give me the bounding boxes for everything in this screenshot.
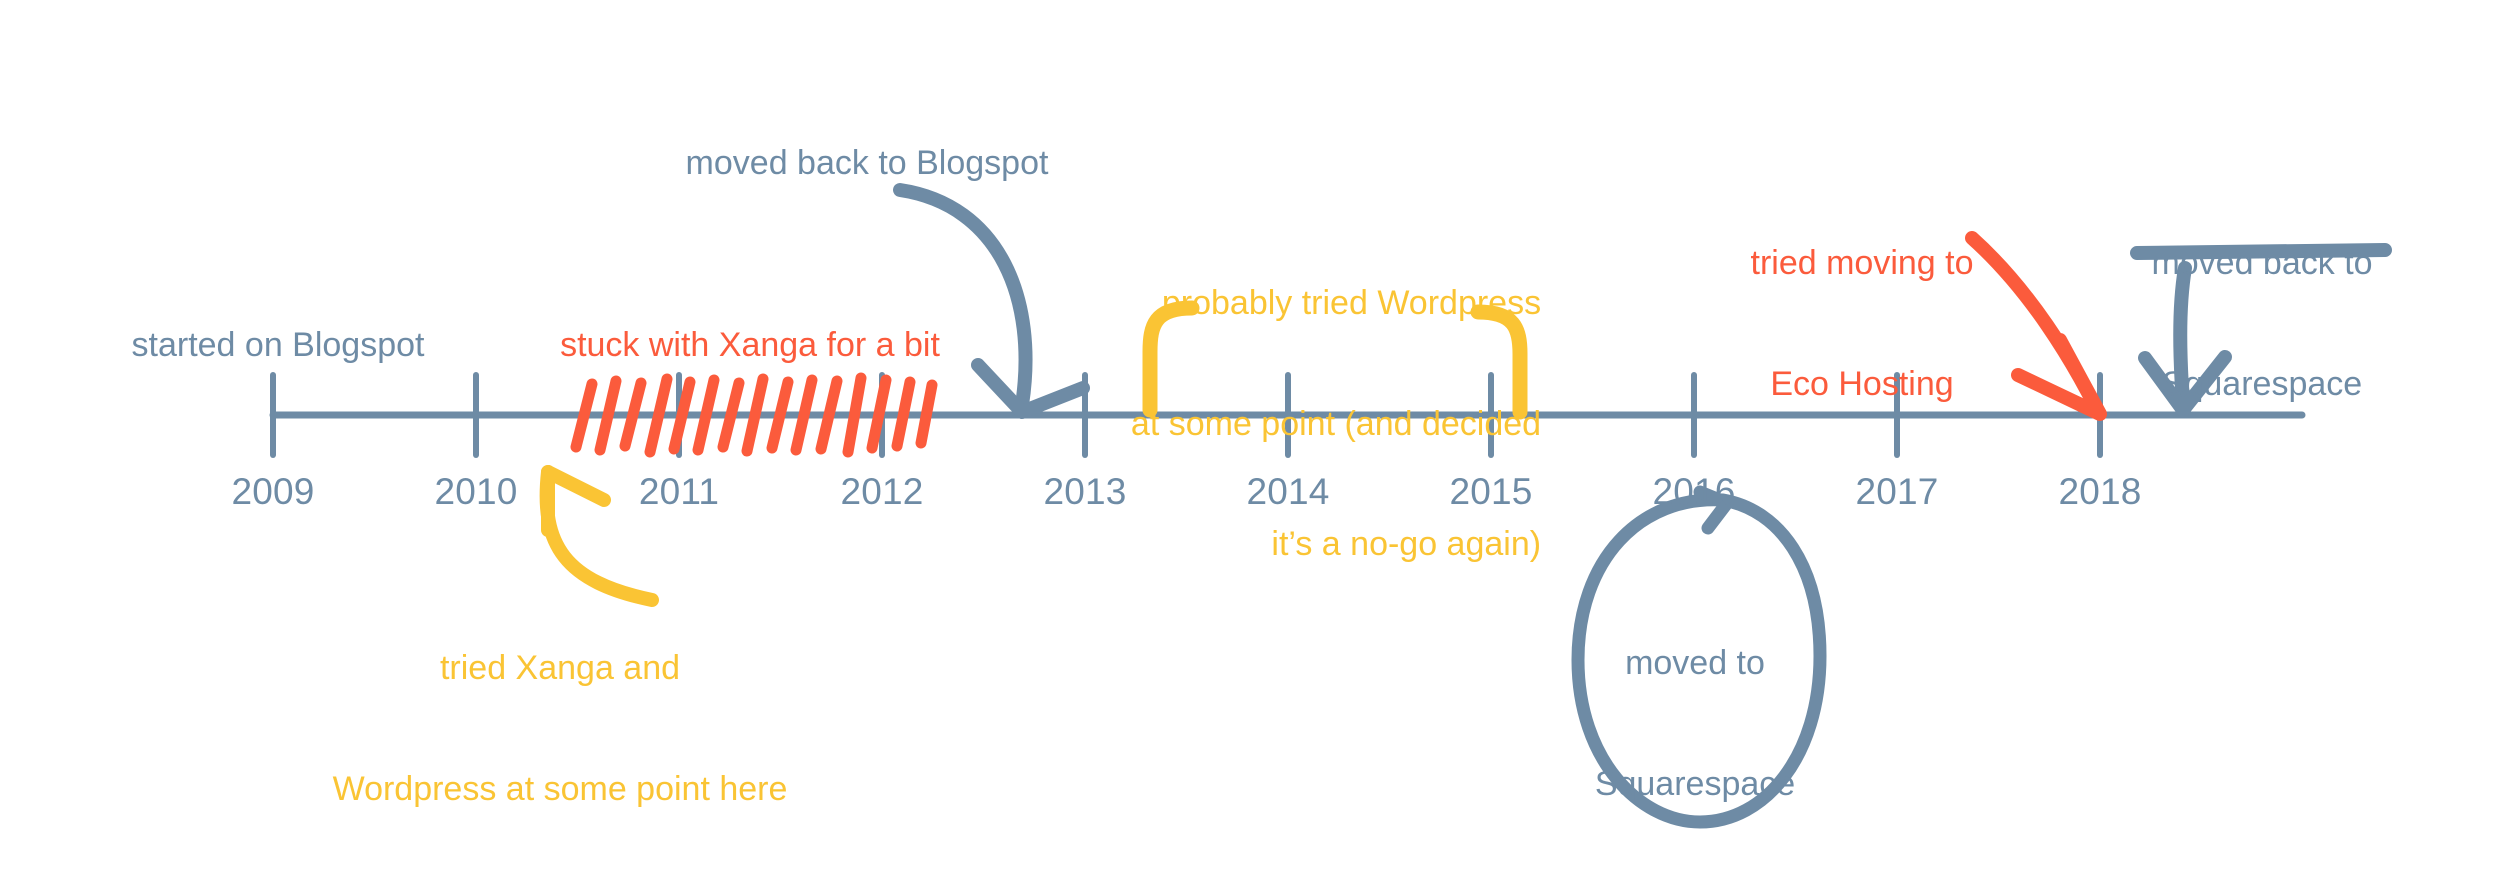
year-label-2016: 2016 [1652,471,1736,512]
timeline-graphics-layer [269,183,2392,829]
annotation-tried-xanga-wordpress: tried Xanga and Wordpress at some point … [333,568,788,889]
year-label-2018: 2018 [2058,471,2142,512]
year-label-2017: 2017 [1855,471,1939,512]
annotation-eco-hosting-line1: tried moving to [1750,244,1974,283]
annotation-probably-wp-line1: probably tried Wordpress [1161,284,1542,323]
moved-to-squarespace-circle [1571,485,1827,829]
tried-xanga-wordpress-arrow [539,465,659,607]
year-label-2009: 2009 [231,471,315,512]
timeline-diagram: 2009 2010 2011 2012 2013 2014 2015 2016 … [131,144,2392,829]
annotation-moved-back-to-blogspot: moved back to Blogspot [685,144,1049,182]
annotation-moved-back-sqsp-line2: Squarespace [2161,364,2363,403]
tried-moving-eco-hosting-arrow [1965,231,2107,421]
annotation-probably-tried-wordpress: probably tried Wordpress at some point (… [1131,203,1541,644]
annotation-moved-back-to-squarespace: moved back to Squarespace [2151,163,2372,484]
annotation-tried-moving-eco-hosting: tried moving to Eco Hosting [1751,163,1974,484]
annotation-moved-to-sqsp-line2: Squarespace [1594,764,1796,803]
year-label-2010: 2010 [434,471,518,512]
annotation-stuck-with-xanga: stuck with Xanga for a bit [560,326,940,364]
annotation-tried-xanga-line2: Wordpress at some point here [332,769,788,808]
probably-tried-wordpress-brace [1142,300,1528,420]
annotation-tried-xanga-line1: tried Xanga and [439,649,681,688]
moved-back-to-blogspot-arrow [893,183,1090,419]
moved-back-squarespace-arrow [2130,243,2392,417]
annotation-probably-wp-line3: it’s a no-go again) [1271,524,1542,563]
annotation-moved-back-sqsp-line1: moved back to [2151,244,2373,283]
year-label-2013: 2013 [1043,471,1127,512]
annotation-moved-to-sqsp-line1: moved to [1625,644,1765,683]
year-label-2014: 2014 [1246,471,1330,512]
annotation-started-on-blogspot: started on Blogspot [131,326,425,364]
annotation-eco-hosting-line2: Eco Hosting [1770,364,1954,403]
year-label-2011: 2011 [638,471,720,512]
xanga-hatching-marker [570,372,938,458]
year-label-2015: 2015 [1449,471,1533,512]
annotation-probably-wp-line2: at some point (and decided [1130,404,1542,443]
year-label-2012: 2012 [840,471,924,512]
annotation-moved-to-squarespace: moved to Squarespace [1595,563,1795,884]
